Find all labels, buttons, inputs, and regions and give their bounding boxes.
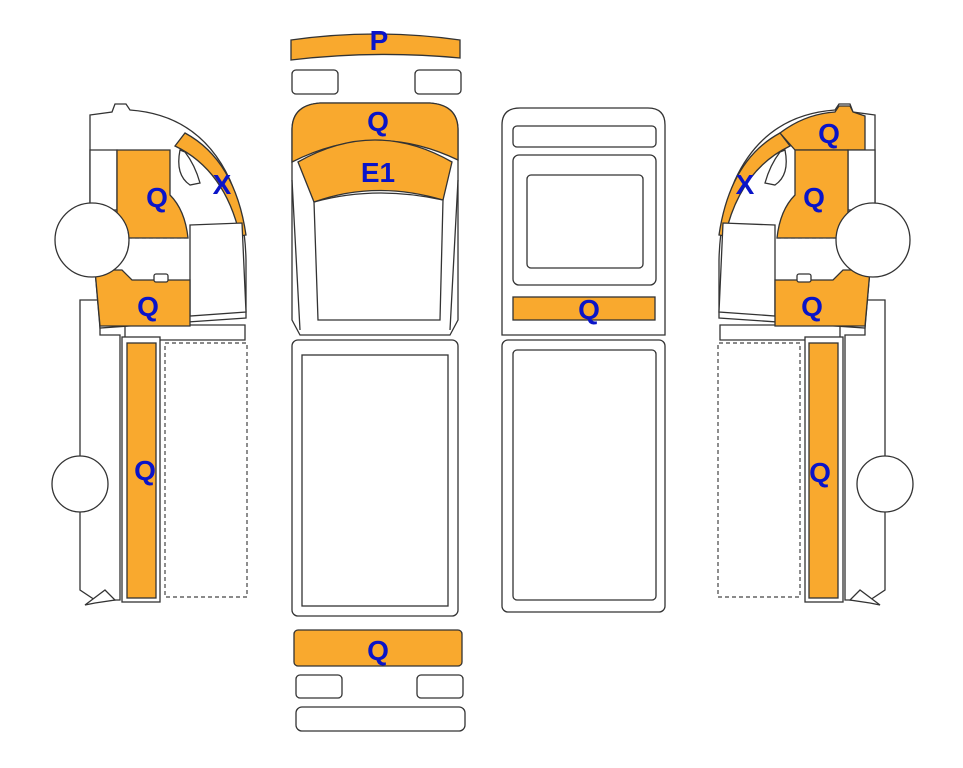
- damage-label: P: [370, 25, 389, 56]
- damage-label: Q: [367, 106, 389, 137]
- damage-label: Q: [803, 182, 825, 213]
- damage-label: Q: [134, 455, 156, 486]
- left-side-view: [51, 103, 248, 606]
- damage-label: E1: [361, 157, 395, 188]
- damage-label: Q: [801, 291, 823, 322]
- damage-label: X: [736, 169, 755, 200]
- damage-label: Q: [818, 118, 840, 149]
- damage-label: Q: [578, 294, 600, 325]
- front-wheel: [54, 202, 130, 278]
- top-view: [290, 33, 466, 732]
- damage-label: Q: [367, 635, 389, 666]
- damage-label: Q: [137, 291, 159, 322]
- rear-wheel: [51, 455, 109, 513]
- damage-label: Q: [809, 457, 831, 488]
- damage-label: Q: [146, 182, 168, 213]
- windshield-panel: [297, 139, 453, 203]
- damage-label: X: [213, 169, 232, 200]
- rear-panel: [512, 296, 656, 321]
- rear-bumper-panel: [293, 629, 463, 667]
- front-bumper-panel: [290, 33, 461, 61]
- right-side-view: [717, 103, 914, 606]
- rear-view: [501, 107, 666, 613]
